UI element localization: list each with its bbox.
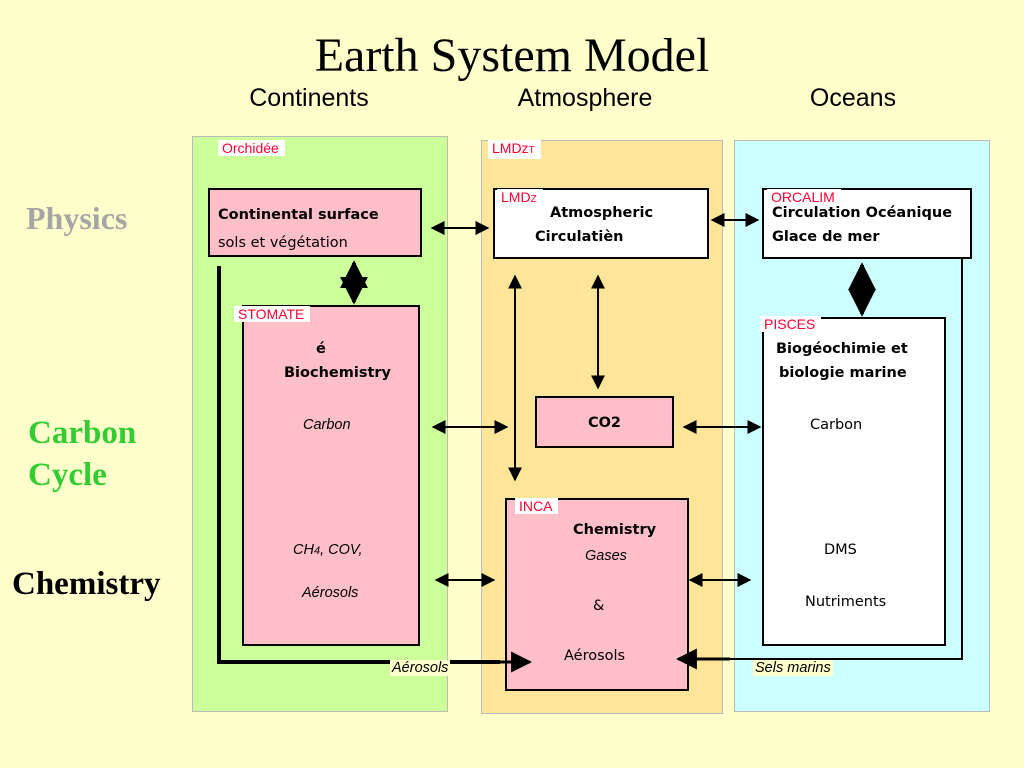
model-tag-lmdzt: LMDzT [488, 140, 541, 159]
flow-label-sels-marins: Sels marins [753, 660, 833, 676]
row-label-physics: Physics [26, 200, 128, 236]
co2-label: CO2 [587, 415, 622, 431]
stomate-ch4-a: CH [293, 542, 314, 558]
model-tag-lmdzt-main: LMDz [492, 140, 529, 156]
continental-surface-box: Continental surface sols et végétation [208, 188, 422, 257]
stomate-aerosols: Aérosols [302, 585, 359, 601]
pisces-biogeochemistry-box: Biogéochimie et biologie marine Carbon D… [762, 317, 946, 646]
flow-label-aerosols: Aérosols [390, 660, 451, 676]
row-label-carbon-line2: Cycle [28, 457, 107, 493]
column-header-continents: Continents [249, 84, 369, 112]
stomate-ch4-sub: 4 [313, 545, 321, 557]
model-tag-inca: INCA [515, 498, 559, 514]
stomate-biochemistry-box: é Biochemistry Carbon CH4, COV, Aérosols [242, 305, 420, 646]
model-tag-lmdz: LMDZ [497, 189, 543, 208]
model-tag-stomate: STOMATE [234, 306, 311, 322]
model-tag-pisces: PISCES [760, 316, 822, 332]
atmospheric-circulation-line2: Circulatièn [535, 229, 624, 245]
co2-box: CO2 [535, 396, 674, 448]
model-tag-lmdz-main: LMD [501, 189, 531, 205]
inca-gases: Gases [585, 548, 627, 564]
row-label-carbon-line1: Carbon [28, 415, 137, 451]
continental-surface-title: Continental surface [218, 207, 379, 223]
ocean-circulation-line1: Circulation Océanique [772, 205, 953, 221]
model-tag-orchidee: Orchidée [218, 140, 285, 156]
pisces-dms: DMS [824, 542, 857, 558]
model-tag-lmdzt-sub: T [528, 145, 535, 156]
column-header-atmosphere: Atmosphere [517, 84, 653, 112]
stomate-ch4-b: , COV, [320, 542, 363, 558]
ocean-circulation-line2: Glace de mer [772, 229, 880, 245]
pisces-line1: Biogéochimie et [776, 341, 908, 357]
inca-aerosols: Aérosols [564, 648, 626, 664]
model-tag-lmdz-sub: Z [530, 194, 537, 205]
stomate-carbon: Carbon [303, 417, 351, 433]
continental-surface-subtitle: sols et végétation [218, 235, 348, 251]
inca-chemistry-box: Chemistry Gases & Aérosols [505, 498, 689, 691]
stomate-heading: Biochemistry [284, 365, 391, 381]
stomate-ch4-cov: CH4, COV, [293, 542, 363, 558]
row-label-carbon-cycle: Carbon Cycle [28, 412, 136, 496]
flow-line-aerosols [217, 266, 500, 664]
atmospheric-circulation-line1: Atmospheric [550, 205, 654, 221]
pisces-line2: biologie marine [779, 365, 907, 381]
model-tag-orcalim: ORCALIM [767, 189, 841, 205]
row-label-chemistry: Chemistry [12, 566, 161, 602]
flow-line-sels-marins [700, 258, 963, 660]
pisces-nutriments: Nutriments [805, 594, 887, 610]
column-header-oceans: Oceans [809, 84, 897, 112]
stomate-accent-char: é [316, 341, 326, 357]
page-title: Earth System Model [314, 29, 710, 82]
inca-ampersand: & [593, 598, 605, 614]
inca-heading: Chemistry [573, 522, 657, 538]
pisces-carbon: Carbon [810, 417, 863, 433]
